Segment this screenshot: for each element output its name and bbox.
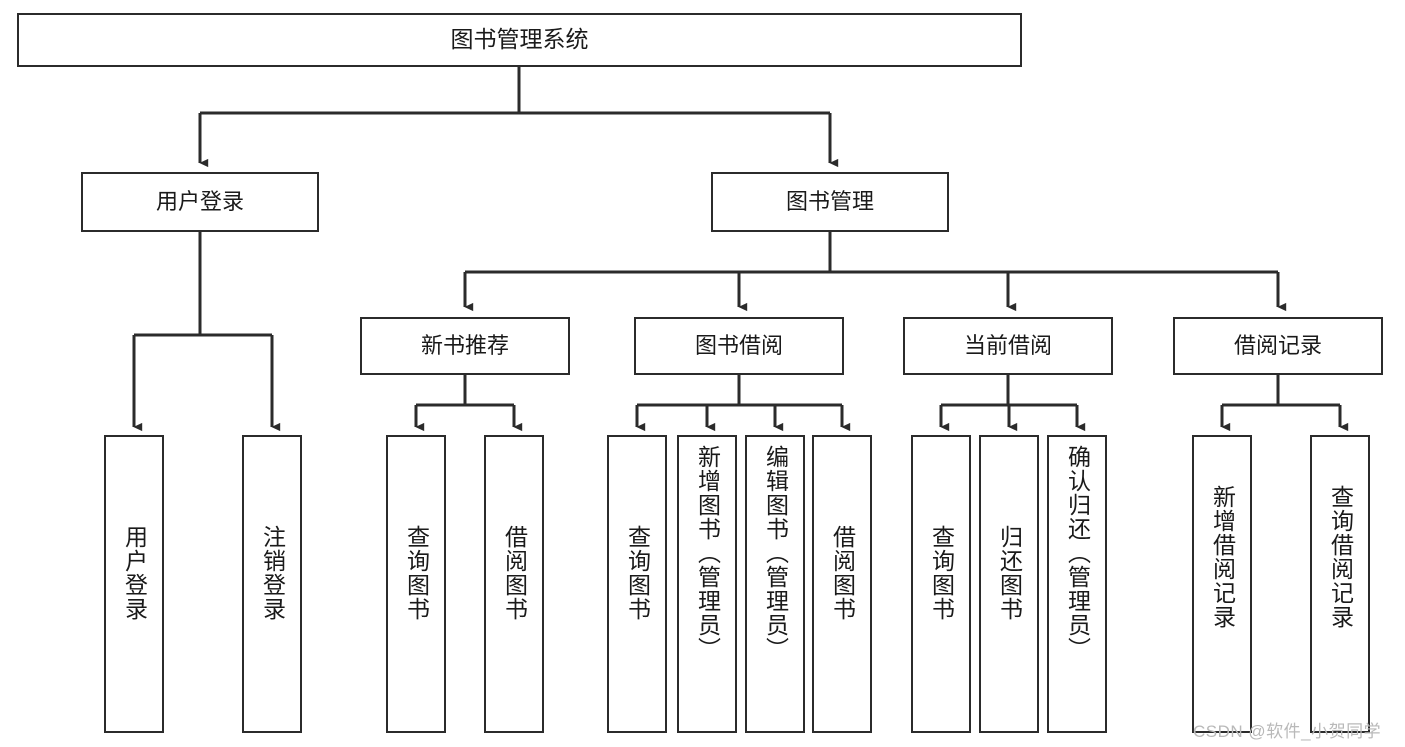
node-book-manage[interactable]: 图书管理 xyxy=(711,172,949,232)
node-leaf-query-record[interactable]: 查询借阅记录 xyxy=(1310,435,1370,733)
node-leaf-add-book-label: 新增图书（管理员） xyxy=(694,445,721,661)
node-book-borrow[interactable]: 图书借阅 xyxy=(634,317,844,375)
node-leaf-query-book-2[interactable]: 查询图书 xyxy=(607,435,667,733)
node-leaf-query-book-2-label: 查询图书 xyxy=(624,525,651,621)
node-leaf-add-record-label: 新增借阅记录 xyxy=(1209,485,1236,629)
node-root[interactable]: 图书管理系统 xyxy=(17,13,1022,67)
node-leaf-confirm-return-label: 确认归还（管理员） xyxy=(1064,445,1091,661)
node-leaf-query-book-3[interactable]: 查询图书 xyxy=(911,435,971,733)
watermark-text: CSDN @软件_小贺同学 xyxy=(1193,722,1382,741)
node-leaf-confirm-return[interactable]: 确认归还（管理员） xyxy=(1047,435,1107,733)
node-leaf-user-logout-label: 注销登录 xyxy=(259,525,286,621)
node-leaf-query-book-3-label: 查询图书 xyxy=(928,525,955,621)
node-leaf-borrow-book-2[interactable]: 借阅图书 xyxy=(812,435,872,733)
node-current-borrow[interactable]: 当前借阅 xyxy=(903,317,1113,375)
node-borrow-record[interactable]: 借阅记录 xyxy=(1173,317,1383,375)
node-leaf-return-book-label: 归还图书 xyxy=(996,525,1023,621)
node-book-borrow-label: 图书借阅 xyxy=(694,332,783,358)
node-leaf-user-login[interactable]: 用户登录 xyxy=(104,435,164,733)
node-leaf-borrow-book-1[interactable]: 借阅图书 xyxy=(484,435,544,733)
node-leaf-user-login-label: 用户登录 xyxy=(121,525,148,621)
node-leaf-borrow-book-2-label: 借阅图书 xyxy=(829,525,856,621)
node-user-login[interactable]: 用户登录 xyxy=(81,172,319,232)
node-leaf-edit-book-label: 编辑图书（管理员） xyxy=(762,445,789,661)
node-leaf-user-logout[interactable]: 注销登录 xyxy=(242,435,302,733)
node-leaf-query-record-label: 查询借阅记录 xyxy=(1327,485,1354,629)
node-leaf-edit-book[interactable]: 编辑图书（管理员） xyxy=(745,435,805,733)
node-new-book-recommend[interactable]: 新书推荐 xyxy=(360,317,570,375)
node-user-login-label: 用户登录 xyxy=(155,188,244,214)
node-leaf-add-record[interactable]: 新增借阅记录 xyxy=(1192,435,1252,733)
node-current-borrow-label: 当前借阅 xyxy=(963,332,1052,358)
node-leaf-return-book[interactable]: 归还图书 xyxy=(979,435,1039,733)
node-leaf-query-book-1-label: 查询图书 xyxy=(403,525,430,621)
node-leaf-query-book-1[interactable]: 查询图书 xyxy=(386,435,446,733)
node-book-manage-label: 图书管理 xyxy=(785,188,874,214)
node-new-book-recommend-label: 新书推荐 xyxy=(420,332,509,358)
node-leaf-add-book[interactable]: 新增图书（管理员） xyxy=(677,435,737,733)
node-leaf-borrow-book-1-label: 借阅图书 xyxy=(501,525,528,621)
node-borrow-record-label: 借阅记录 xyxy=(1233,332,1322,358)
node-root-label: 图书管理系统 xyxy=(450,26,589,53)
